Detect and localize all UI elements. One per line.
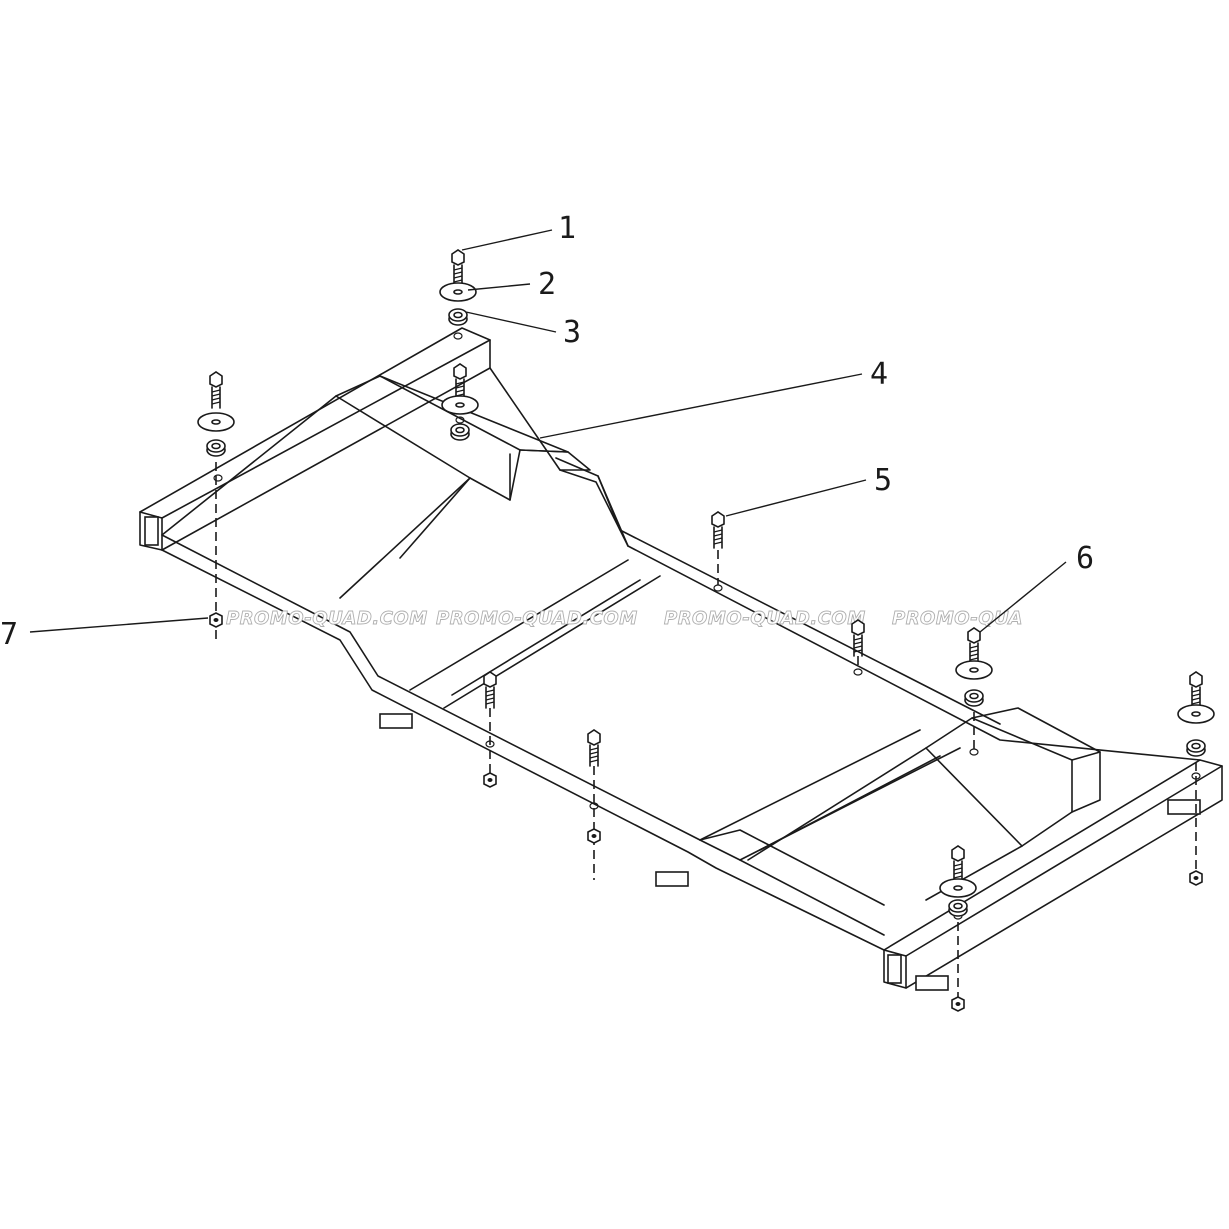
fastener-stack-right-front [939, 845, 977, 1012]
frame-assembly [139, 327, 1223, 991]
left-bracket [161, 375, 591, 599]
watermark-4: PROMO-QUA [892, 608, 1023, 629]
watermarks: PROMO-QUAD.COM PROMO-QUAD.COM PROMO-QUAD… [226, 608, 1023, 630]
callout-numbers: 1 2 3 4 5 6 7 [0, 211, 1094, 652]
callout-5: 5 [874, 463, 892, 498]
mounting-tabs [379, 713, 1201, 991]
watermark-1: PROMO-QUAD.COM [226, 608, 428, 629]
callout-3: 3 [563, 315, 581, 350]
right-end-tube [883, 759, 1223, 989]
watermark-3: PROMO-QUAD.COM [664, 608, 866, 629]
callout-2: 2 [538, 267, 556, 302]
callout-4: 4 [870, 357, 888, 392]
fastener-rear-rail-1 [711, 511, 725, 585]
fastener-stack-right-end [1177, 671, 1215, 886]
front-long-rail [161, 534, 885, 951]
fastener-stack-left-bracket [441, 363, 479, 441]
left-end-tube [139, 327, 491, 551]
right-bracket [747, 707, 1101, 901]
fastener-front-rail-1 [483, 671, 497, 788]
fastener-stack-right-bracket [955, 627, 993, 750]
fastener-stack-top-center [439, 249, 477, 326]
watermark-2: PROMO-QUAD.COM [436, 608, 638, 629]
fastener-front-rail-2 [587, 729, 601, 880]
fastener-rear-rail-2 [851, 619, 865, 670]
callout-6: 6 [1076, 541, 1094, 576]
callout-7: 7 [0, 617, 18, 652]
callout-1: 1 [558, 211, 576, 246]
callout-leaders [29, 229, 1067, 633]
cross-members [409, 559, 961, 861]
fastener-stack-left [197, 371, 235, 640]
